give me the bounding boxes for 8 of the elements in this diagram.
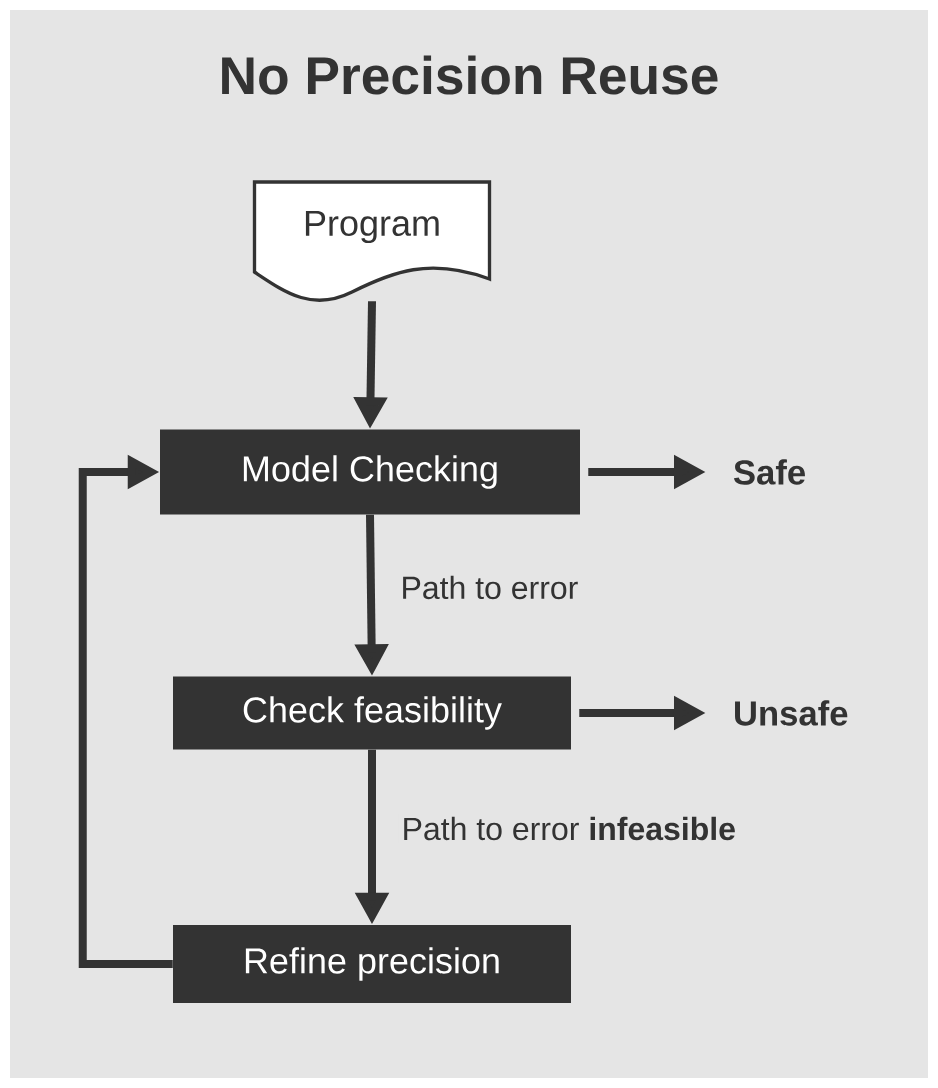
edge-label: Path to error infeasible (398, 814, 739, 843)
edge-label: Path to error (397, 573, 582, 602)
title: No Precision Reuse (222, 55, 718, 95)
process-box: Refine precision (173, 925, 571, 1003)
process-box: Model Checking (160, 429, 580, 515)
process-box: Check feasibility (173, 676, 571, 750)
result-text: Unsafe (735, 700, 848, 726)
result-text: Safe (733, 459, 805, 485)
